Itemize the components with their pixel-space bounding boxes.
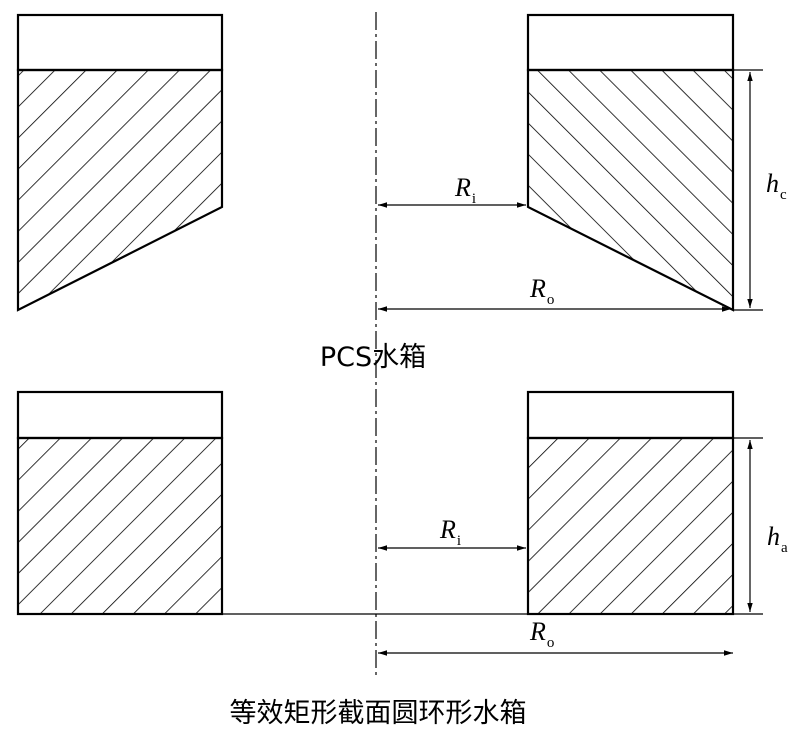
pcs-tank-section: Ri Ro hc PCS水箱 (16, 13, 787, 373)
pcs-hc-label: hc (766, 169, 787, 203)
pcs-ri-label: Ri (454, 173, 476, 207)
equivalent-left-top-cap (16, 390, 224, 440)
equivalent-caption: 等效矩形截面圆环形水箱 (230, 698, 527, 729)
equivalent-tank-section: Ri Ro ha 等效矩形截面圆环形水箱 (16, 390, 788, 729)
pcs-right-wall (526, 13, 735, 312)
equivalent-left-hatched-body (16, 436, 224, 616)
pcs-left-hatched-body (16, 68, 224, 312)
equivalent-right-hatched-body (526, 436, 735, 616)
equivalent-ri-label: Ri (439, 515, 461, 549)
pcs-left-top-cap (16, 13, 224, 72)
equivalent-left-wall (16, 390, 224, 616)
equivalent-right-top-cap (526, 390, 735, 440)
pcs-right-hatched-body (526, 68, 735, 312)
equivalent-right-wall (526, 390, 735, 616)
pcs-left-wall (16, 13, 224, 312)
equivalent-ha-label: ha (767, 522, 788, 556)
pcs-right-top-cap (526, 13, 735, 72)
equivalent-ro-label: Ro (529, 617, 554, 651)
pcs-ro-label: Ro (529, 274, 554, 308)
pcs-caption: PCS水箱 (320, 342, 426, 373)
